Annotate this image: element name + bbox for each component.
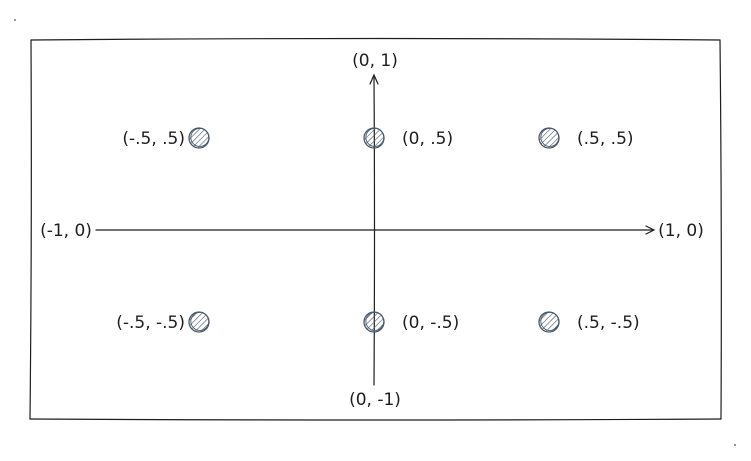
point-marker: (-.5, -.5)	[116, 311, 210, 333]
y-axis	[369, 73, 379, 386]
point-marker: (.5, .5)	[538, 127, 634, 149]
point-label: (0, .5)	[402, 129, 453, 149]
point-dot-outline	[540, 127, 560, 147]
point-dot-outline	[190, 311, 210, 331]
axis-label-right: (1, 0)	[658, 221, 704, 241]
diagram-frame	[29, 37, 722, 421]
point-marker: (0, .5)	[363, 127, 453, 149]
point-marker: (-.5, .5)	[122, 127, 210, 149]
points-layer: (-.5, .5) (0, .5) (.5, .5) (-.5, -.5) (0, -.…	[116, 127, 640, 333]
point-label: (.5, -.5)	[577, 313, 640, 333]
y-axis-arrowhead	[369, 73, 379, 85]
point-dot-outline	[540, 311, 560, 331]
point-dot-outline	[190, 127, 210, 147]
axis-label-left: (-1, 0)	[40, 221, 92, 241]
corner-dot	[14, 19, 16, 21]
point-marker: (.5, -.5)	[538, 311, 640, 333]
point-label: (-.5, .5)	[122, 129, 185, 149]
point-label: (.5, .5)	[577, 129, 634, 149]
corner-dot	[734, 444, 736, 446]
point-dot-outline	[365, 311, 385, 331]
x-axis	[95, 225, 656, 235]
axis-label-top: (0, 1)	[352, 51, 398, 71]
point-dot-outline	[365, 127, 385, 147]
x-axis-arrowhead	[645, 225, 656, 235]
point-label: (-.5, -.5)	[116, 313, 185, 333]
point-marker: (0, -.5)	[363, 311, 459, 333]
axis-label-bottom: (0, -1)	[349, 390, 401, 410]
point-label: (0, -.5)	[402, 313, 459, 333]
